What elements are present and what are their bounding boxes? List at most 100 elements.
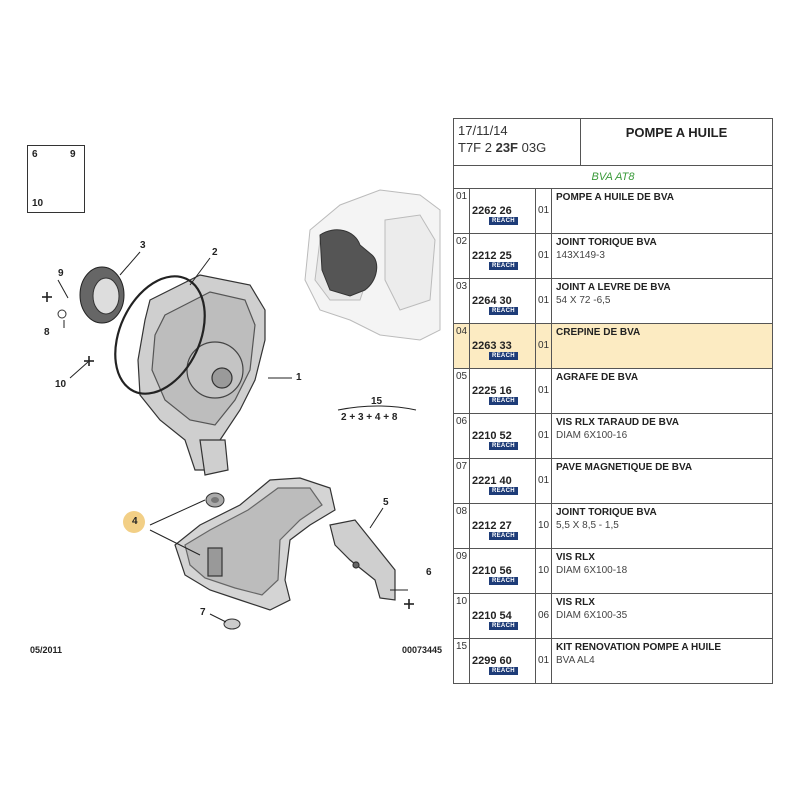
part-number: 2212 25 bbox=[472, 250, 512, 262]
part-title: JOINT A LEVRE DE BVA bbox=[556, 282, 671, 293]
row-quantity: 01 bbox=[536, 414, 552, 458]
lip-seal bbox=[79, 266, 125, 324]
part-number: 2210 56 bbox=[472, 565, 512, 577]
highlight-marker bbox=[123, 511, 145, 533]
part-number: 2225 16 bbox=[472, 385, 512, 397]
row-index: 02 bbox=[454, 234, 470, 278]
reach-badge: REACH bbox=[489, 577, 518, 585]
o-ring bbox=[114, 275, 206, 395]
bolt-label-6: 6 bbox=[32, 149, 38, 160]
reach-badge: REACH bbox=[489, 397, 518, 405]
part-title: KIT RENOVATION POMPE A HUILE bbox=[556, 642, 722, 653]
callout-9: 9 bbox=[58, 268, 64, 279]
part-detail: DIAM 6X100-35 bbox=[556, 610, 628, 621]
kit-expression: 2 + 3 + 4 + 8 bbox=[341, 412, 398, 423]
diagram-date: 05/2011 bbox=[30, 645, 63, 655]
callout-3: 3 bbox=[140, 240, 146, 251]
reach-badge: REACH bbox=[489, 442, 518, 450]
part-number: 2264 30 bbox=[472, 295, 512, 307]
row-index: 04 bbox=[454, 324, 470, 368]
row-quantity: 01 bbox=[536, 459, 552, 503]
row-index: 07 bbox=[454, 459, 470, 503]
reach-badge: REACH bbox=[489, 262, 518, 270]
kit-callout-15: 15 bbox=[371, 396, 383, 407]
row-description: POMPE A HUILE DE BVA bbox=[552, 189, 772, 233]
row-quantity: 01 bbox=[536, 234, 552, 278]
row-quantity: 01 bbox=[536, 639, 552, 683]
row-quantity: 01 bbox=[536, 279, 552, 323]
header-code: T7F 2 23F 03G bbox=[458, 140, 547, 155]
part-detail: 143X149-3 bbox=[556, 250, 605, 261]
part-number: 2263 33 bbox=[472, 340, 512, 352]
reach-badge: REACH bbox=[489, 667, 518, 675]
callout-7: 7 bbox=[200, 607, 206, 618]
callout-2: 2 bbox=[212, 247, 218, 258]
callout-5: 5 bbox=[383, 497, 389, 508]
row-quantity: 01 bbox=[536, 324, 552, 368]
row-index: 15 bbox=[454, 639, 470, 683]
reach-badge: REACH bbox=[489, 487, 518, 495]
oil-pump-body bbox=[137, 274, 266, 476]
part-number: 2210 52 bbox=[472, 430, 512, 442]
part-detail: BVA AL4 bbox=[556, 655, 595, 666]
row-quantity: 01 bbox=[536, 369, 552, 413]
part-title: CREPINE DE BVA bbox=[556, 327, 641, 338]
diagram-code: 00073445 bbox=[402, 645, 443, 655]
row-index: 10 bbox=[454, 594, 470, 638]
part-title: POMPE A HUILE DE BVA bbox=[556, 192, 674, 203]
reach-badge: REACH bbox=[489, 622, 518, 630]
row-quantity: 01 bbox=[536, 189, 552, 233]
table-subtitle: BVA AT8 bbox=[454, 166, 772, 189]
callout-8: 8 bbox=[44, 327, 50, 338]
part-title: VIS RLX bbox=[556, 552, 595, 563]
reach-badge: REACH bbox=[489, 352, 518, 360]
callout-1: 1 bbox=[296, 372, 302, 383]
gearbox-housing-illustration bbox=[304, 189, 441, 341]
row-quantity: 10 bbox=[536, 549, 552, 593]
magnet bbox=[223, 618, 241, 630]
row-index: 01 bbox=[454, 189, 470, 233]
table-title: POMPE A HUILE bbox=[625, 125, 728, 140]
row-index: 03 bbox=[454, 279, 470, 323]
part-number: 2212 27 bbox=[472, 520, 512, 532]
row-index: 06 bbox=[454, 414, 470, 458]
bolt-detail-box: 6 9 10 bbox=[27, 145, 85, 213]
bolt-label-10: 10 bbox=[32, 198, 44, 209]
part-number: 2262 26 bbox=[472, 205, 512, 217]
row-index: 08 bbox=[454, 504, 470, 548]
row-quantity: 10 bbox=[536, 504, 552, 548]
oil-strainer bbox=[174, 477, 336, 611]
part-detail: DIAM 6X100-16 bbox=[556, 430, 628, 441]
part-detail: 54 X 72 -6,5 bbox=[556, 295, 611, 306]
row-description: JOINT A LEVRE DE BVA 54 X 72 -6,5 bbox=[552, 279, 772, 323]
callout-4: 4 bbox=[132, 516, 138, 527]
clip bbox=[329, 519, 396, 601]
reach-badge: REACH bbox=[489, 532, 518, 540]
table-header: 17/11/14 T7F 2 23F 03G POMPE A HUILE bbox=[454, 119, 772, 166]
strainer-seal bbox=[205, 492, 225, 508]
screw-markers bbox=[42, 292, 414, 609]
